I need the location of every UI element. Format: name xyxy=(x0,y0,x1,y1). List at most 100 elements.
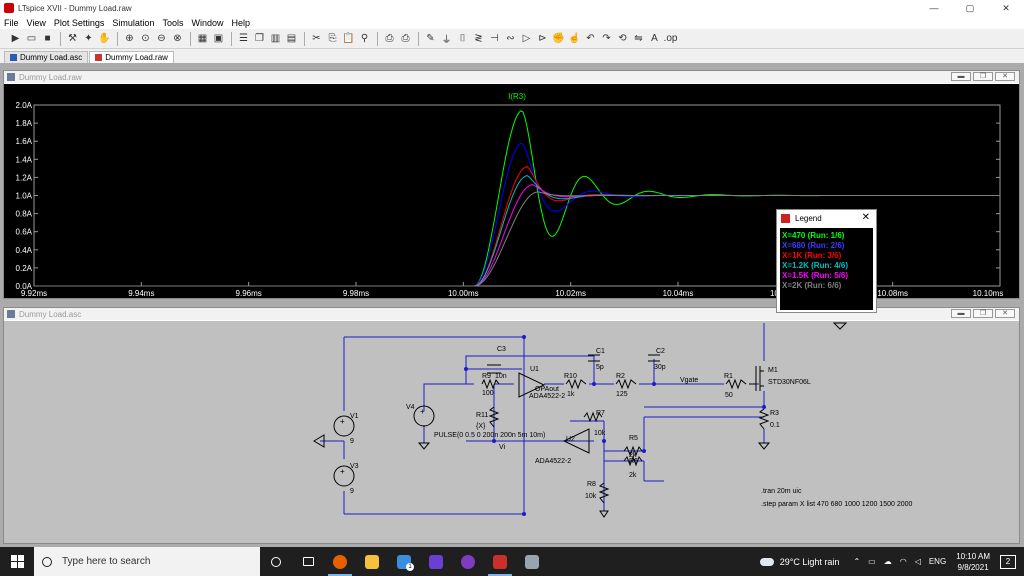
legend-entry[interactable]: X=2K (Run: 6/6) xyxy=(782,281,842,290)
legend-close-button[interactable]: ✕ xyxy=(861,212,870,223)
child-close-button[interactable]: ✕ xyxy=(995,72,1015,81)
directive-tran[interactable]: .tran 20m uic xyxy=(761,488,802,495)
find-icon[interactable]: ⚲ xyxy=(360,33,369,44)
text-icon[interactable]: A xyxy=(651,33,658,44)
menu-help[interactable]: Help xyxy=(231,17,250,28)
label-net-icon[interactable]: ⌷ xyxy=(459,33,466,44)
schematic-canvas[interactable]: + + + xyxy=(4,321,1019,543)
taskbar-search[interactable]: Type here to search xyxy=(34,547,260,576)
tile-vertical-icon[interactable]: ▥ xyxy=(270,33,281,44)
copy-icon[interactable]: ⎘ xyxy=(328,33,337,44)
wire-icon[interactable]: ✎ xyxy=(426,33,435,44)
drag-icon[interactable]: ☝ xyxy=(568,33,581,44)
label-u1-part: ADA4522-2 xyxy=(529,393,565,400)
child-close-button[interactable]: ✕ xyxy=(995,309,1015,318)
taskbar-obs[interactable] xyxy=(452,547,484,576)
ground-icon[interactable]: ⏚ xyxy=(441,35,452,46)
taskbar-file-explorer[interactable] xyxy=(356,547,388,576)
taskbar-mail[interactable]: 1 xyxy=(388,547,420,576)
legend-window[interactable]: Legend ✕ X=470 (Run: 1/6)X=680 (Run: 2/6… xyxy=(776,209,877,313)
wifi-icon[interactable]: ◠ xyxy=(899,557,907,566)
child-restore-button[interactable]: ❐ xyxy=(973,309,993,318)
legend-entry[interactable]: X=680 (Run: 2/6) xyxy=(782,241,845,250)
menu-plot-settings[interactable]: Plot Settings xyxy=(53,17,105,28)
schematic-window-titlebar[interactable]: Dummy Load.asc ▬ ❐ ✕ xyxy=(4,308,1019,320)
cascade-icon[interactable]: ❐ xyxy=(255,33,264,44)
diode-icon[interactable]: ▷ xyxy=(522,33,531,44)
waveform-plot[interactable]: I(R3) 2.0A1.8A1.6A1.4A1.2A1.0A0.8A0.6A0.… xyxy=(4,84,1019,298)
start-button[interactable] xyxy=(0,547,34,576)
tab-label: Dummy Load.asc xyxy=(20,53,83,62)
capacitor-icon[interactable]: ⊣ xyxy=(490,33,499,44)
child-minimize-button[interactable]: ▬ xyxy=(951,72,971,81)
cloud-icon[interactable]: ☁ xyxy=(883,557,892,566)
undo-icon[interactable]: ↶ xyxy=(586,33,595,44)
fit-icon[interactable]: ▣ xyxy=(213,33,224,44)
close-window-icon[interactable]: ▤ xyxy=(286,33,297,44)
clock[interactable]: 10:10 AM 9/8/2021 xyxy=(956,551,990,573)
legend-entry[interactable]: X=470 (Run: 1/6) xyxy=(782,231,845,240)
menu-view[interactable]: View xyxy=(26,17,46,28)
taskbar-ltspice[interactable] xyxy=(484,547,516,576)
taskbar-app-purple[interactable] xyxy=(420,547,452,576)
spice-directive-icon[interactable]: .op xyxy=(663,33,678,44)
maximize-button[interactable]: ▢ xyxy=(965,3,975,13)
task-view-button[interactable] xyxy=(260,547,292,576)
menu-tools[interactable]: Tools xyxy=(162,17,184,28)
weather-widget[interactable]: 29°C Light rain xyxy=(759,557,839,567)
control-panel-icon[interactable]: ⚒ xyxy=(68,33,77,44)
run-icon[interactable]: ▶ xyxy=(11,33,20,44)
schematic-drawing[interactable]: + + + xyxy=(4,321,1019,543)
taskbar-app-gray[interactable] xyxy=(516,547,548,576)
child-restore-button[interactable]: ❐ xyxy=(973,72,993,81)
schematic-window[interactable]: Dummy Load.asc ▬ ❐ ✕ xyxy=(3,307,1020,544)
trace-title[interactable]: I(R3) xyxy=(508,92,526,101)
inductor-icon[interactable]: ∾ xyxy=(506,33,515,44)
mirror-icon[interactable]: ⇋ xyxy=(634,33,643,44)
toolbar-divider xyxy=(418,31,419,46)
print-icon[interactable]: ⎙ xyxy=(401,33,410,44)
zoom-out-icon[interactable]: ⊖ xyxy=(157,33,166,44)
print-setup-icon[interactable]: ⎙ xyxy=(385,33,394,44)
rotate-icon[interactable]: ⟲ xyxy=(618,33,627,44)
menu-window[interactable]: Window xyxy=(191,17,224,28)
taskbar-firefox[interactable] xyxy=(324,547,356,576)
zoom-area-icon[interactable]: ⊙ xyxy=(141,33,150,44)
chevron-up-icon[interactable]: ⌃ xyxy=(853,557,861,566)
resistor-icon[interactable]: ≷ xyxy=(474,33,483,44)
volume-icon[interactable]: ◁ xyxy=(914,557,921,566)
ltspice-app-icon xyxy=(493,554,507,569)
trace-6[interactable] xyxy=(34,191,1000,287)
zoom-in-icon[interactable]: ⊕ xyxy=(125,33,134,44)
component-icon[interactable]: ⊳ xyxy=(538,33,547,44)
move-hand-icon[interactable]: ✊ xyxy=(552,33,565,44)
minimize-button[interactable]: — xyxy=(929,3,939,13)
legend-entry[interactable]: X=1.2K (Run: 4/6) xyxy=(782,261,849,270)
legend-titlebar[interactable]: Legend ✕ xyxy=(777,210,876,226)
child-minimize-button[interactable]: ▬ xyxy=(951,309,971,318)
zoom-cancel-icon[interactable]: ⊗ xyxy=(173,33,182,44)
notification-center-button[interactable]: 2 xyxy=(1000,554,1016,569)
autorange-icon[interactable]: ▦ xyxy=(197,33,208,44)
tile-horizontal-icon[interactable]: ☰ xyxy=(239,33,248,44)
paste-icon[interactable]: 📋 xyxy=(342,33,355,44)
tab-schematic[interactable]: Dummy Load.asc xyxy=(4,51,89,63)
run-figure-icon[interactable]: ✦ xyxy=(84,33,93,44)
tab-waveform[interactable]: Dummy Load.raw xyxy=(89,51,174,63)
legend-entry[interactable]: X=1.5K (Run: 5/6) xyxy=(782,271,849,280)
menu-simulation[interactable]: Simulation xyxy=(112,17,155,28)
close-button[interactable]: ✕ xyxy=(1002,3,1010,13)
directive-step[interactable]: .step param X list 470 680 1000 1200 150… xyxy=(761,501,912,508)
language-indicator[interactable]: ENG xyxy=(928,557,947,566)
menu-file[interactable]: File xyxy=(4,17,19,28)
task-view-icon[interactable] xyxy=(292,547,324,576)
legend-entry[interactable]: X=1K (Run: 3/6) xyxy=(782,251,842,260)
open-folder-icon[interactable]: ▭ xyxy=(26,33,37,44)
redo-icon[interactable]: ↷ xyxy=(602,33,611,44)
save-icon[interactable]: ■ xyxy=(44,33,51,44)
pan-hand-icon[interactable]: ✋ xyxy=(98,33,111,44)
network-icon[interactable]: ▭ xyxy=(868,557,876,566)
waveform-window-titlebar[interactable]: Dummy Load.raw ▬ ❐ ✕ xyxy=(4,71,1019,83)
cut-icon[interactable]: ✂ xyxy=(312,33,321,44)
